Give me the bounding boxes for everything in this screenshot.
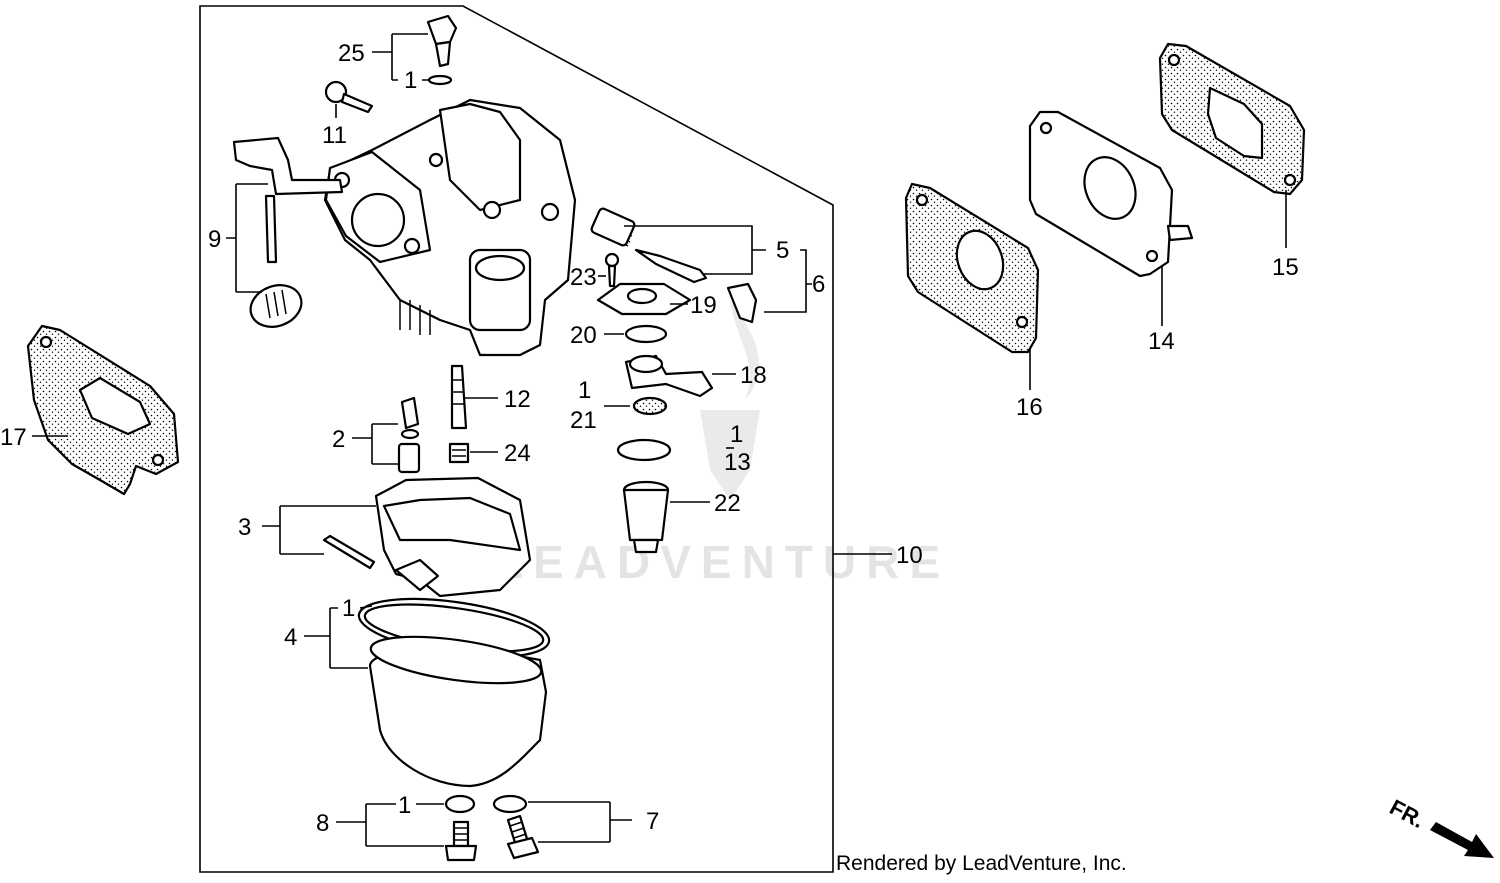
callout-13: 13 [724, 449, 751, 476]
callout-11: 11 [322, 122, 347, 149]
knob-part-6 [726, 282, 758, 324]
callout-1: 1 [730, 421, 743, 448]
callout-2: 2 [332, 426, 345, 453]
screw-and-spring-part-2 [397, 396, 421, 474]
insulator-part-14 [1028, 110, 1194, 278]
direction-arrow-icon [1430, 822, 1494, 858]
choke-parts [232, 136, 344, 328]
callout-21: 21 [570, 407, 597, 434]
callout-8: 8 [316, 810, 329, 837]
callout-20: 20 [570, 322, 597, 349]
screw-part-23 [604, 252, 620, 288]
callout-7: 7 [646, 808, 659, 835]
watermark-text: LEADVENTURE [495, 536, 950, 588]
filter-part-22 [622, 480, 670, 554]
callout-labels: 25 1 11 9 5 6 23 19 20 18 1 21 1 13 22 1… [0, 40, 1299, 837]
callout-1: 1 [342, 595, 355, 622]
jet-part-24 [448, 442, 470, 464]
callout-18: 18 [740, 362, 767, 389]
callout-5: 5 [776, 237, 789, 264]
callout-17: 17 [0, 424, 27, 451]
callout-4: 4 [284, 624, 297, 651]
callout-24: 24 [504, 440, 531, 467]
callout-6: 6 [812, 271, 825, 298]
gasket-part-13 [616, 438, 672, 462]
watermark-logo [700, 300, 760, 500]
callout-25: 25 [338, 40, 365, 67]
callout-16: 16 [1016, 394, 1043, 421]
o-ring-part-20 [624, 324, 668, 344]
callout-1: 1 [578, 377, 591, 404]
carburetor-body-part [323, 98, 577, 357]
callout-1: 1 [398, 792, 411, 819]
gasket-part-17 [26, 324, 180, 496]
leader-lines [32, 33, 1287, 847]
needle-and-spring-part [590, 207, 708, 284]
drain-bolt-part-8 [444, 794, 478, 862]
front-direction-indicator: FR. [1386, 794, 1494, 858]
jet-part-12 [450, 364, 468, 430]
float-chamber-part-4 [357, 597, 551, 788]
pilot-screw-part [426, 14, 458, 86]
callout-1: 1 [404, 67, 417, 94]
assembly-outline [199, 5, 834, 873]
gasket-part-16 [904, 182, 1040, 354]
washer-part-21 [632, 396, 668, 416]
callout-10: 10 [896, 542, 923, 569]
callout-15: 15 [1272, 254, 1299, 281]
callout-12: 12 [504, 386, 531, 413]
float-arm-part-18 [624, 354, 714, 398]
screw-part-11 [324, 80, 374, 114]
direction-label: FR. [1386, 794, 1429, 833]
float-part-3 [322, 476, 532, 598]
callout-14: 14 [1148, 328, 1175, 355]
callout-3: 3 [238, 514, 251, 541]
plate-part-19 [596, 282, 692, 316]
callout-22: 22 [714, 490, 741, 517]
drain-bolt-part-7 [492, 794, 540, 860]
gasket-part-15 [1158, 42, 1306, 196]
callout-19: 19 [690, 292, 717, 319]
callout-23: 23 [570, 264, 597, 291]
credit-text: Rendered by LeadVenture, Inc. [836, 852, 1127, 875]
callout-9: 9 [208, 226, 221, 253]
